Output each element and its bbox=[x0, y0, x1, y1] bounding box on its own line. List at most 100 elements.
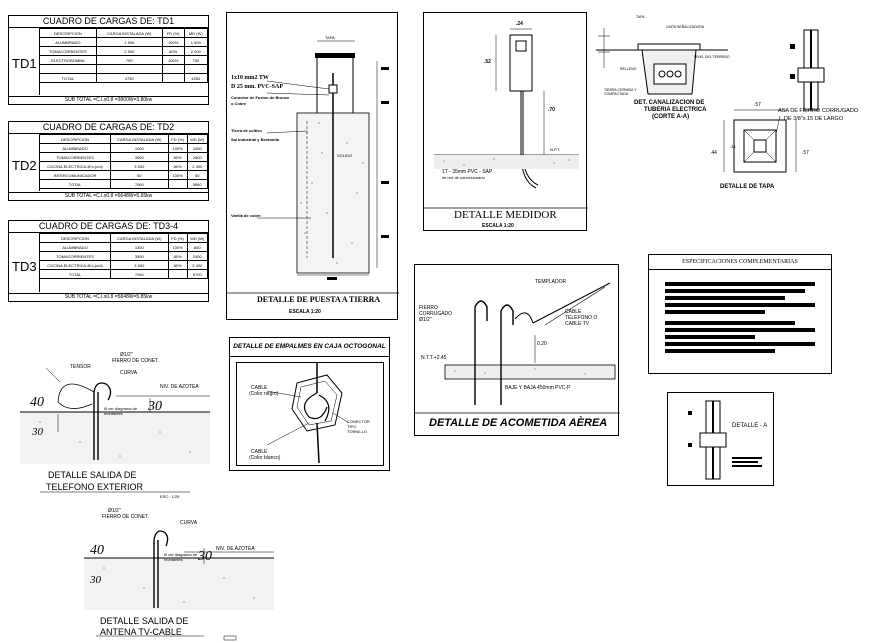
aerial-service-panel: TEMPLADOR FIERRO CORRUGADO Ø1/2" CABLE T… bbox=[414, 264, 620, 436]
dim-label: .57 bbox=[754, 102, 761, 108]
splice-drawing bbox=[266, 363, 350, 464]
column-header: FD (%) bbox=[161, 28, 185, 38]
grounding-soil-label: Tierra de cultivo bbox=[231, 128, 262, 133]
grounding-salt-label: Sal industrial y Bentonita bbox=[231, 137, 280, 142]
table-cell: 100% bbox=[167, 170, 188, 180]
table-cell: 4750 bbox=[95, 73, 163, 83]
table-cell bbox=[95, 64, 163, 74]
load-table-title: CUADRO DE CARGAS DE: TD3-4 bbox=[9, 221, 208, 233]
table-cell: 80% bbox=[167, 260, 188, 270]
splice-black-cable-label-2: (Color negro) bbox=[249, 391, 279, 397]
table-cell: 5860 bbox=[186, 179, 209, 189]
table-cell: TOTAL bbox=[39, 73, 97, 83]
table-cell: 100% bbox=[167, 242, 188, 252]
phone-dim-30: 30 bbox=[148, 399, 162, 414]
trench-tape-label: CINTA SEÑALIZADORA bbox=[666, 25, 705, 29]
table-cell: 3500 bbox=[110, 152, 169, 162]
table-cell: TOTAL bbox=[38, 269, 112, 279]
splice-connector-label: CONECTOR TIPO TORNILLO bbox=[347, 419, 370, 434]
table-cell: 80% bbox=[167, 161, 188, 171]
panel-cell: TD1 bbox=[9, 28, 40, 95]
table-cell: 4250 bbox=[183, 73, 209, 83]
table-cell bbox=[167, 179, 188, 189]
phone-diameter-note: Ø ver diagrama de montantes bbox=[104, 406, 138, 416]
trench-title-1: DET. CANALIZACION DE bbox=[634, 100, 705, 106]
panel-label: TD3 bbox=[12, 259, 37, 274]
grounding-connector-label: Conector de Fusion de Bronce o Cobre bbox=[231, 95, 290, 106]
aerial-cable-label: CABLE TELEFONO O CABLE TV bbox=[565, 309, 598, 327]
tv-title-2: ANTENA TV-CABLE bbox=[100, 627, 182, 637]
load-table-subtotal: SUB TOTAL =C.I.x0.8 =5648W=5.65kw bbox=[9, 192, 208, 200]
table-cell: 1300 bbox=[110, 242, 169, 252]
table-cell: 1000 bbox=[186, 143, 209, 153]
detail-a-title: DETALLE - A bbox=[732, 423, 768, 429]
splice-white-cable-label-2: (Color blanco) bbox=[249, 455, 281, 461]
tv-outlet-detail: Ø1/2" FIERRO DE CONET. CURVA NIV. DE AZO… bbox=[84, 508, 274, 643]
phone-dim-40: 40 bbox=[30, 395, 44, 410]
table-cell: 60 bbox=[110, 170, 169, 180]
lid-detail: .57 .44 .34 .57 ASA DE FIERRO CORRUGADO … bbox=[684, 100, 858, 194]
aerial-rebar-label: FIERRO CORRUGADO Ø1/2" bbox=[419, 305, 453, 323]
panel-label: TD1 bbox=[12, 56, 37, 71]
table-cell: TOTAL bbox=[38, 179, 112, 189]
grounding-solid-label: SOLIDO bbox=[337, 153, 353, 158]
column-header: CARGA INSTALADA (W) bbox=[110, 134, 169, 144]
dim-label: .34 bbox=[730, 144, 736, 149]
aerial-tensioner-label: TEMPLADOR bbox=[535, 279, 567, 285]
phone-outlet-drawing bbox=[20, 367, 210, 493]
table-cell: 3500 bbox=[110, 251, 169, 261]
table-cell: 7060 bbox=[110, 179, 169, 189]
pole-detail-top bbox=[782, 29, 842, 111]
tv-diameter-note: Ø ver diagrama de montantes bbox=[164, 552, 198, 562]
lid-drawing bbox=[723, 109, 797, 173]
grounding-rod-label: Varilla de cobre bbox=[231, 213, 261, 218]
phone-outlet-detail: TENSOR Ø1/2" FIERRO DE CONET. CURVA NIV.… bbox=[20, 352, 210, 502]
column-header: DESCRIPCION bbox=[38, 134, 112, 144]
table-cell: 2400 bbox=[186, 251, 209, 261]
column-header: FD (%) bbox=[167, 134, 188, 144]
table-cell: 2 500 bbox=[95, 46, 163, 56]
table-cell: 5700 bbox=[186, 269, 209, 279]
table-cell: TOMACORRIENTES bbox=[38, 152, 112, 162]
dim-label: .24 bbox=[516, 21, 523, 27]
table-cell: 1 500 bbox=[95, 37, 163, 47]
panel-cell: TD2 bbox=[9, 134, 40, 191]
npt-label: N.P.T. bbox=[550, 147, 561, 152]
load-table-subtotal: SUB TOTAL =C.I.x0.8 =3800W=3.80kw bbox=[9, 96, 208, 104]
table-cell: 3 500 bbox=[110, 260, 169, 270]
aerial-dim-2: 0.20 bbox=[537, 341, 547, 347]
pole-drawing bbox=[790, 29, 825, 111]
tv-title-1: DETALLE SALIDA DE bbox=[100, 616, 189, 626]
conduit-trench-detail: TAPA CINTA SEÑALIZADORA RELLENO TIERRA C… bbox=[596, 8, 730, 128]
trench-title-2: TUBERIA ELECTRICA bbox=[644, 107, 707, 113]
table-cell: 2 000 bbox=[183, 46, 209, 56]
splice-drawing-frame: CABLE (Color negro) CABLE (Color blanco)… bbox=[236, 362, 384, 466]
phone-title-1: DETALLE SALIDA DE bbox=[48, 470, 137, 480]
meter-cable-label-2: de red de concesionario bbox=[442, 175, 485, 180]
tv-rebar-label: Ø1/2" bbox=[108, 508, 121, 514]
table-cell bbox=[183, 64, 209, 74]
column-header: MD (W) bbox=[183, 28, 209, 38]
tv-outlet-drawing bbox=[84, 530, 274, 641]
detail-a-notes bbox=[732, 455, 762, 469]
table-cell: 750 bbox=[183, 55, 209, 65]
meter-cable-label: 1T - 35mm PVC - SAP bbox=[442, 169, 493, 175]
grounding-conduit-label: D 25 mm. PVC-SAP bbox=[231, 84, 283, 90]
grounding-cable-label: 1x10 mm2 TW bbox=[231, 75, 269, 81]
column-header: CARGA INSTALADA (W) bbox=[110, 233, 169, 243]
load-table-td34: CUADRO DE CARGAS DE: TD3-4 TD3 DESCRIPCI… bbox=[8, 220, 209, 302]
tv-roof-level-label: NIV. DE AZOTEA bbox=[216, 546, 255, 552]
phone-tensor-label: TENSOR bbox=[70, 364, 91, 370]
column-header: FD (%) bbox=[167, 233, 188, 243]
splice-detail-panel: DETALLE DE EMPALMES EN CAJA OCTOGONAL CA… bbox=[229, 337, 390, 471]
meter-detail-panel: .24 .52 .70 N.P.T. 1T - 35mm PVC - SAP d… bbox=[423, 12, 588, 231]
